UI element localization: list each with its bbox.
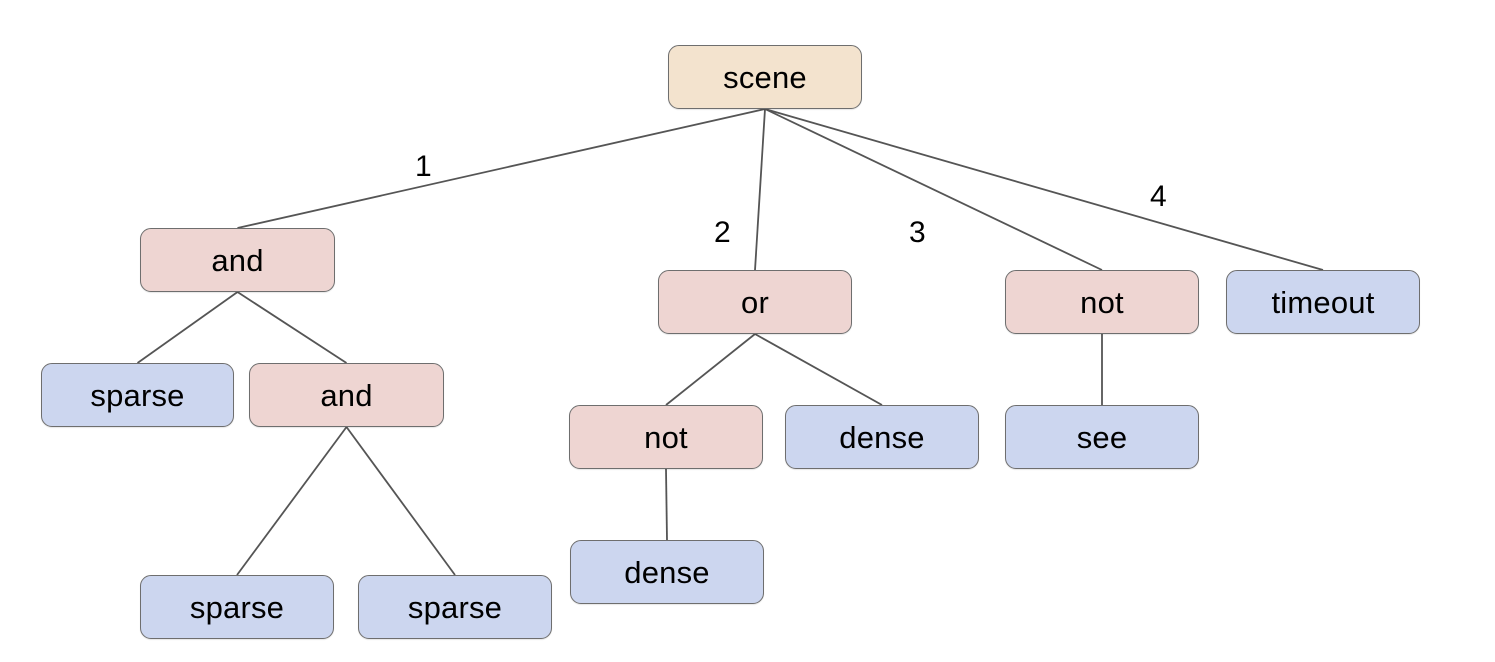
tree-node-scene[interactable]: scene	[668, 45, 862, 109]
tree-edge	[764, 108, 1103, 271]
edge-label-2: 2	[714, 216, 731, 249]
tree-node-and[interactable]: and	[140, 228, 335, 292]
tree-node-sparse[interactable]: sparse	[358, 575, 552, 639]
tree-node-timeout[interactable]: timeout	[1226, 270, 1420, 334]
tree-edge	[345, 426, 456, 576]
tree-node-sparse[interactable]: sparse	[41, 363, 234, 427]
tree-edge	[754, 333, 883, 406]
tree-edge	[754, 108, 766, 271]
tree-edge	[665, 333, 756, 406]
edge-label-3: 3	[909, 216, 926, 249]
edge-label-4: 4	[1150, 180, 1167, 213]
tree-node-and[interactable]: and	[249, 363, 444, 427]
tree-node-see[interactable]: see	[1005, 405, 1199, 469]
tree-node-or[interactable]: or	[658, 270, 852, 334]
tree-edge	[237, 108, 766, 229]
tree-node-not[interactable]: not	[1005, 270, 1199, 334]
tree-node-not[interactable]: not	[569, 405, 763, 469]
tree-node-sparse[interactable]: sparse	[140, 575, 334, 639]
tree-edge	[665, 468, 668, 541]
tree-edge	[764, 108, 1324, 271]
tree-edge	[236, 426, 348, 576]
tree-edge	[136, 291, 239, 364]
edge-label-1: 1	[415, 150, 432, 183]
tree-node-dense[interactable]: dense	[785, 405, 979, 469]
tree-node-dense[interactable]: dense	[570, 540, 764, 604]
tree-edge	[237, 291, 347, 364]
